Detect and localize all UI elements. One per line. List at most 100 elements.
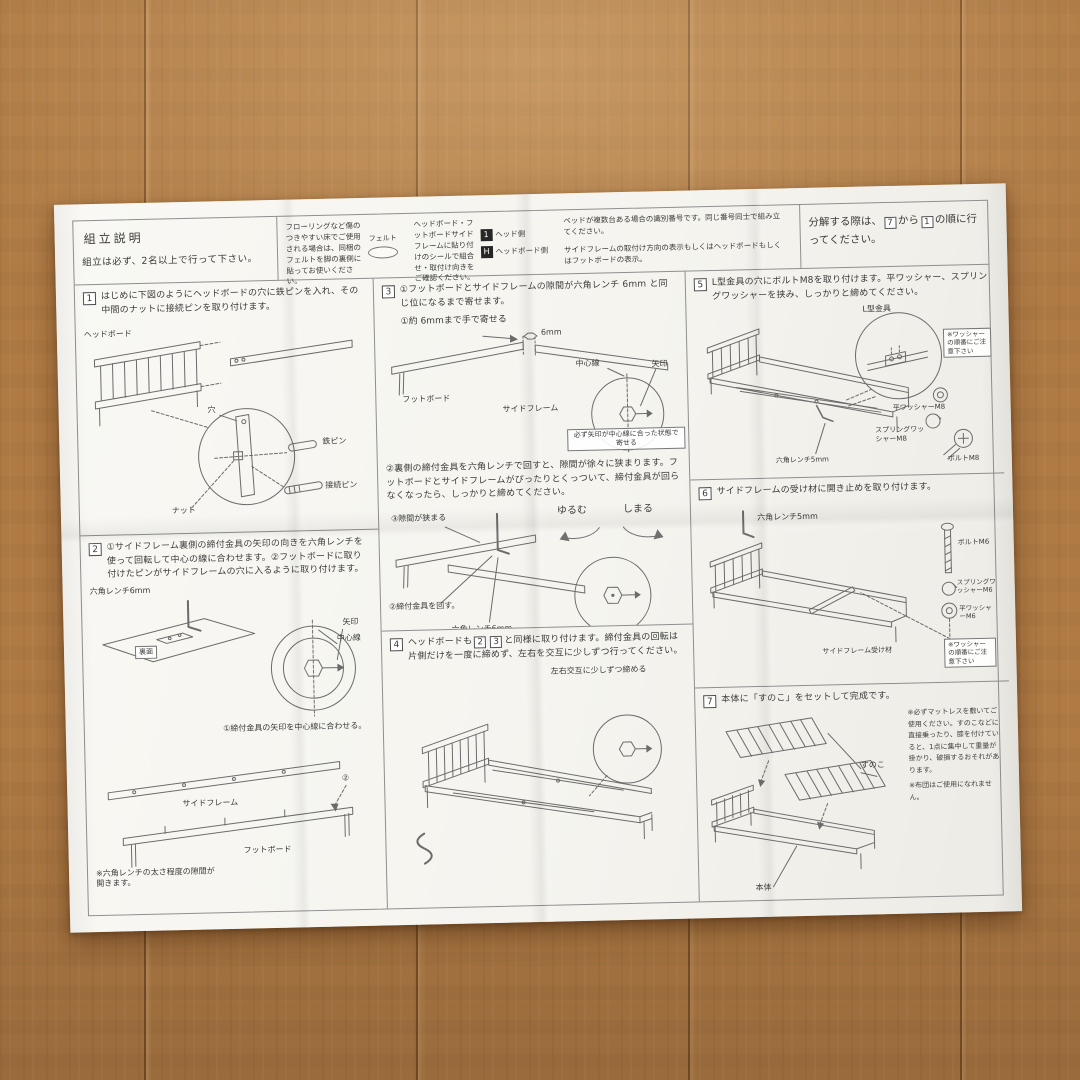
id-note-top: ベッドが複数台ある場合の識別番号です。同じ番号同士で組み立てください。 xyxy=(563,211,781,237)
label-foot-board: フットボード xyxy=(243,844,292,855)
step-3-text-1: ①フットボードとサイドフレームの隙間が六角レンチ 6mm と同じ位になるまで寄せ… xyxy=(399,278,668,309)
step-2: 2 ①サイドフレーム裏側の締付金具の矢印の向きを六角レンチを使って回転して中心の… xyxy=(80,528,387,916)
seal-note-block: ヘッドボード・フットボードサイドフレームに貼り付けのシールで組合せ・取付け向きを… xyxy=(405,211,556,284)
felt-label: フェルト xyxy=(368,234,397,244)
step-4-number: 4 xyxy=(389,638,404,652)
step-1-number: 1 xyxy=(82,291,97,306)
headboard-pin-drawing xyxy=(93,339,353,509)
felt-note-block: フローリングなど傷のつきやすい床でご使用される場合は、同梱のフェルトを脚の裏側に… xyxy=(277,214,406,286)
step-1-diagram: ヘッドボード 穴 鉄ピン ナット 接続ピン xyxy=(84,316,370,522)
step-1-refbox: 1 xyxy=(920,215,934,229)
label-side-frame-a: サイドフレーム xyxy=(502,403,559,414)
seal-badges: 1 ヘッド側 H ヘッドボード側 xyxy=(480,217,549,270)
step-5-diagram: L型金具 ※ワッシャーの順番にご注意下さい 平ワッシャーM8 スプリングワッシャ… xyxy=(694,302,996,477)
label-turn-fitting: ②締付金具を回す。 xyxy=(388,600,460,611)
step-3-diagram-a: 6mm 矢印 中心線 フットボード サイドフレーム 必ず矢印が中心線に合った状態… xyxy=(383,325,686,460)
column-3: 5 L型金具の穴にボルトM8を取り付けます。平ワッシャー、スプリングワッシャーを… xyxy=(684,264,1014,902)
label-spring-washer-m8: スプリングワッシャーM8 xyxy=(875,425,925,444)
label-spring-washer-m6: スプリングワッシャーM6 xyxy=(956,577,996,595)
seal-note-text: ヘッドボード・フットボードサイドフレームに貼り付けのシールで組合せ・取付け向きを… xyxy=(413,218,475,284)
step-3-subcaption: ①約 6mmまで手で寄せる xyxy=(400,314,507,328)
step-3-text-2: ②裏側の締付金具を六角レンチで回すと、隙間が徐々に狭まります。フットボードとサイ… xyxy=(385,457,680,502)
badge-1: 1 xyxy=(480,228,493,242)
step-1-text: はじめに下図のようにヘッドボードの穴に鉄ピンを入れ、その中間のナットに接続ピンを… xyxy=(100,286,359,316)
step-1: 1 はじめに下図のようにヘッドボードの穴に鉄ピンを入れ、その中間のナットに接続ピ… xyxy=(75,279,379,536)
note-washer-order-5: ※ワッシャーの順番にご注意下さい xyxy=(942,327,992,359)
step-7-body: すのこ 本体 ※必ずマットレスを敷いてご使用ください。すのこなどに直接乗ったり、… xyxy=(704,706,1006,901)
label-l-bracket: L型金具 xyxy=(862,303,891,314)
note-must-align: 必ず矢印が中心線に合った状態で寄せる xyxy=(567,426,686,452)
label-arrow-a: 矢印 xyxy=(651,359,668,369)
label-bolt-m8: ボルトM8 xyxy=(947,453,980,463)
step-6: 6 サイドフレームの受け材に開き止めを取り付けます。 xyxy=(690,472,1009,688)
label-loosen: ゆるむ xyxy=(556,504,588,517)
label-hex-wrench-6mm: 六角レンチ6mm xyxy=(89,585,151,596)
identification-note-block: ベッドが複数台ある場合の識別番号です。同じ番号同士で組み立てください。 サイドフ… xyxy=(555,205,800,274)
label-connect-pin: 接続ピン xyxy=(325,480,358,490)
badge-h-label: ヘッドボード側 xyxy=(495,245,549,256)
step-7: 7 本体に「すのこ」をセットして完成です。 xyxy=(694,680,1014,902)
step-7-text: 本体に「すのこ」をセットして完成です。 xyxy=(721,690,895,705)
sheet-border: 組立説明 組立は必ず、2名以上で行って下さい。 フローリングなど傷のつきやすい床… xyxy=(72,199,1014,917)
step-3-diagram-b: ③隙間が狭まる ②締付金具を回す。 六角レンチ6mm ゆるむ しまる xyxy=(387,501,685,631)
headboard-attach-drawing xyxy=(416,714,662,865)
label-flat-washer-m8: 平ワッシャーM8 xyxy=(892,402,946,412)
column-2: 3 ①フットボードとサイドフレームの隙間が六角レンチ 6mm と同じ位になるまで… xyxy=(372,271,699,909)
instruction-sheet-paper: 組立説明 組立は必ず、2名以上で行って下さい。 フローリングなど傷のつきやすい床… xyxy=(53,183,1023,933)
page-title: 組立説明 xyxy=(83,230,144,247)
label-alternate-tighten: 左右交互に少しずつ締める xyxy=(550,664,647,676)
disassembly-pre: 分解する際は、 xyxy=(808,215,883,229)
step-7-refbox: 7 xyxy=(883,216,897,230)
label-iron-pin: 鉄ピン xyxy=(322,436,347,446)
felt-pad: フェルト xyxy=(367,220,399,272)
label-center-line-a: 中心線 xyxy=(575,358,600,369)
label-side-frame-receiver: サイドフレーム受け材 xyxy=(822,645,893,656)
label-hex-wrench-5mm-6: 六角レンチ5mm xyxy=(757,511,818,523)
badge-h: H xyxy=(480,245,493,259)
step-3-refbox: 3 xyxy=(490,635,503,649)
spreader-bar-drawing xyxy=(709,510,958,643)
label-nut: ナット xyxy=(171,505,196,516)
badge-1-label: ヘッド側 xyxy=(495,228,526,239)
column-1: 1 はじめに下図のようにヘッドボードの穴に鉄ピンを入れ、その中間のナットに接続ピ… xyxy=(75,279,387,916)
step-7-notes: ※必ずマットレスを敷いてご使用ください。すのこなどに直接乗ったり、膝を付けている… xyxy=(907,706,1005,896)
label-foot-board-a: フットボード xyxy=(402,393,451,405)
label-hole: 穴 xyxy=(207,405,216,415)
step-2-text: ①サイドフレーム裏側の締付金具の矢印の向きを六角レンチを使って回転して中心の線に… xyxy=(106,536,364,580)
felt-oval-icon xyxy=(367,245,399,259)
fitting-align-drawing xyxy=(102,599,356,868)
step-6-diagram: 六角レンチ5mm ボルトM6 スプリングワッシャーM6 平ワッシャーM6 ※ワッ… xyxy=(699,498,1001,685)
label-side-frame: サイドフレーム xyxy=(182,797,239,808)
step-3-number: 3 xyxy=(381,285,396,299)
step-2-refbox: 2 xyxy=(474,636,487,649)
step-3: 3 ①フットボードとサイドフレームの隙間が六角レンチ 6mm と同じ位になるまで… xyxy=(374,272,693,631)
id-note-bottom: サイドフレームの取付け方向の表示もしくはヘッドボードもしくはフットボードの表示。 xyxy=(563,240,782,266)
step-6-text: サイドフレームの受け材に開き止めを取り付けます。 xyxy=(716,481,937,497)
tighten-fitting-drawing xyxy=(395,512,664,631)
steps-columns: 1 はじめに下図のようにヘッドボードの穴に鉄ピンを入れ、その中間のナットに接続ピ… xyxy=(75,264,1014,916)
mattress-note: ※必ずマットレスを敷いてご使用ください。すのこなどに直接乗ったり、膝を付けている… xyxy=(907,706,1000,775)
label-hex-wrench-5mm: 六角レンチ5mm xyxy=(775,455,830,465)
label-arrow: 矢印 xyxy=(342,616,359,626)
badge-row-headboard: H ヘッドボード側 xyxy=(480,245,548,259)
label-bolt-m6: ボルトM6 xyxy=(957,537,990,547)
label-center-line: 中心線 xyxy=(336,632,361,643)
step-5: 5 L型金具の穴にボルトM8を取り付けます。平ワッシャー、スプリングワッシャーを… xyxy=(686,264,1005,479)
step-2-diagram: 六角レンチ6mm 裏面 矢印 中心線 ①締付金具の矢印を中心線に合わせる。 ② … xyxy=(90,580,379,892)
note-washer-order-6: ※ワッシャーの順番にご注意下さい xyxy=(943,637,997,669)
slat-set-drawing xyxy=(711,717,886,888)
step-7-number: 7 xyxy=(703,694,717,709)
label-gap-closes: ③隙間が狭まる xyxy=(390,512,447,523)
label-headboard: ヘッドボード xyxy=(83,329,132,340)
disassembly-mid: から xyxy=(897,214,920,227)
step-2-number: 2 xyxy=(88,542,102,557)
label-6mm: 6mm xyxy=(540,327,562,337)
step-6-number: 6 xyxy=(698,487,712,501)
label-back-side: 裏面 xyxy=(134,645,158,659)
l-bracket-bolt-drawing xyxy=(706,312,973,460)
step-5-text: L型金具の穴にボルトM8を取り付けます。平ワッシャー、スプリングワッシャーを挟み… xyxy=(711,271,988,302)
label-body: 本体 xyxy=(755,882,772,893)
